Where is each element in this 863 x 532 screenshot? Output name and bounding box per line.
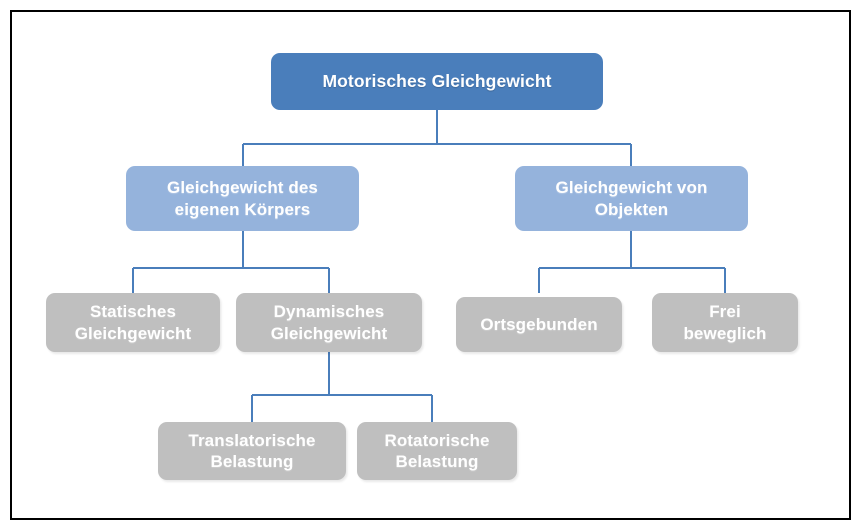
node-rotatorische-belastung[interactable]: Rotatorische Belastung (357, 422, 517, 480)
diagram-border-frame: Motorisches Gleichgewicht Gleichgewicht … (10, 10, 851, 520)
node-ortsgebunden[interactable]: Ortsgebunden (456, 297, 622, 352)
node-statisches-gleichgewicht[interactable]: Statisches Gleichgewicht (46, 293, 220, 352)
node-translatorische-belastung[interactable]: Translatorische Belastung (158, 422, 346, 480)
node-gleichgewicht-des-eigenen-koerpers[interactable]: Gleichgewicht des eigenen Körpers (126, 166, 359, 231)
node-dynamisches-gleichgewicht[interactable]: Dynamisches Gleichgewicht (236, 293, 422, 352)
connector-lines (131, 110, 727, 422)
diagram-canvas: Motorisches Gleichgewicht Gleichgewicht … (12, 12, 849, 518)
node-frei-beweglich[interactable]: Frei beweglich (652, 293, 798, 352)
node-motorisches-gleichgewicht[interactable]: Motorisches Gleichgewicht (271, 53, 603, 110)
node-gleichgewicht-von-objekten[interactable]: Gleichgewicht von Objekten (515, 166, 748, 231)
